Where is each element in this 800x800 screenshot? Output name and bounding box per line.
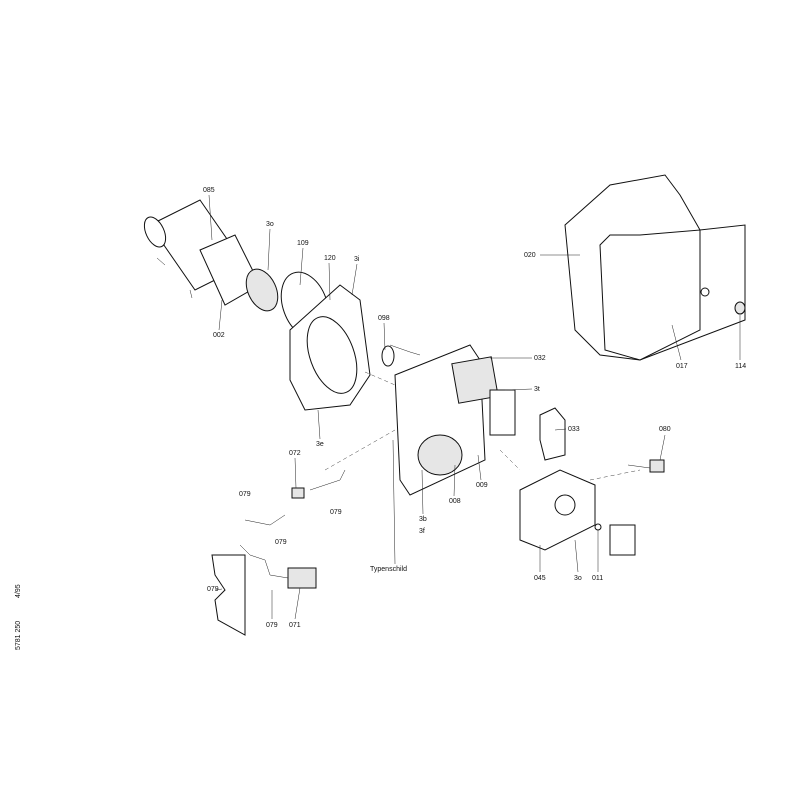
title-block: 5781 250 4/95 (15, 584, 22, 650)
leader-lines (208, 194, 741, 620)
mounting-plate-part (381, 344, 516, 496)
part-label-071: 071 (289, 622, 301, 629)
part-label-114: 114 (735, 363, 746, 370)
part-label-079: 079 (275, 539, 287, 546)
part-label-079: 079 (330, 509, 342, 516)
part-label-079: 079 (266, 622, 278, 629)
part-label-3o: 3o (574, 575, 582, 582)
part-label-079: 079 (207, 586, 219, 593)
part-label-085: 085 (203, 187, 215, 194)
part-label-033: 033 (568, 426, 580, 433)
burner-hood-part (564, 174, 746, 361)
part-label-typenschild: Typenschild (370, 566, 407, 573)
part-labels: 085 3o 109 120 3i 098 002 032 3t 020 017 114 033 080 3… (203, 187, 746, 629)
part-label-109: 109 (297, 240, 309, 247)
part-label-072: 072 (289, 450, 301, 457)
part-label-120: 120 (324, 255, 336, 262)
part-label-032: 032 (534, 355, 546, 362)
part-label-3t: 3t (534, 386, 540, 393)
part-label-011: 011 (592, 575, 603, 582)
blast-tube-part (143, 199, 279, 312)
part-label-080: 080 (659, 426, 671, 433)
drawing-date: 4/95 (15, 584, 22, 598)
pump-part (609, 524, 636, 556)
ignition-parts (211, 469, 346, 636)
part-label-3i: 3i (354, 256, 360, 263)
part-label-020: 020 (524, 252, 536, 259)
part-label-3f: 3f (419, 528, 425, 535)
plug-part (649, 459, 665, 473)
part-label-3o: 3o (266, 221, 274, 228)
part-label-079: 079 (239, 491, 251, 498)
part-label-002: 002 (213, 332, 225, 339)
part-label-045: 045 (534, 575, 546, 582)
drawing-number: 5781 250 (15, 621, 22, 650)
part-label-098: 098 (378, 315, 390, 322)
bracket-part (539, 407, 566, 461)
part-label-009: 009 (476, 482, 488, 489)
part-label-017: 017 (676, 363, 688, 370)
air-housing-part (280, 271, 371, 411)
part-label-3e: 3e (316, 441, 324, 448)
part-label-008: 008 (449, 498, 461, 505)
part-label-3b: 3b (419, 516, 427, 523)
